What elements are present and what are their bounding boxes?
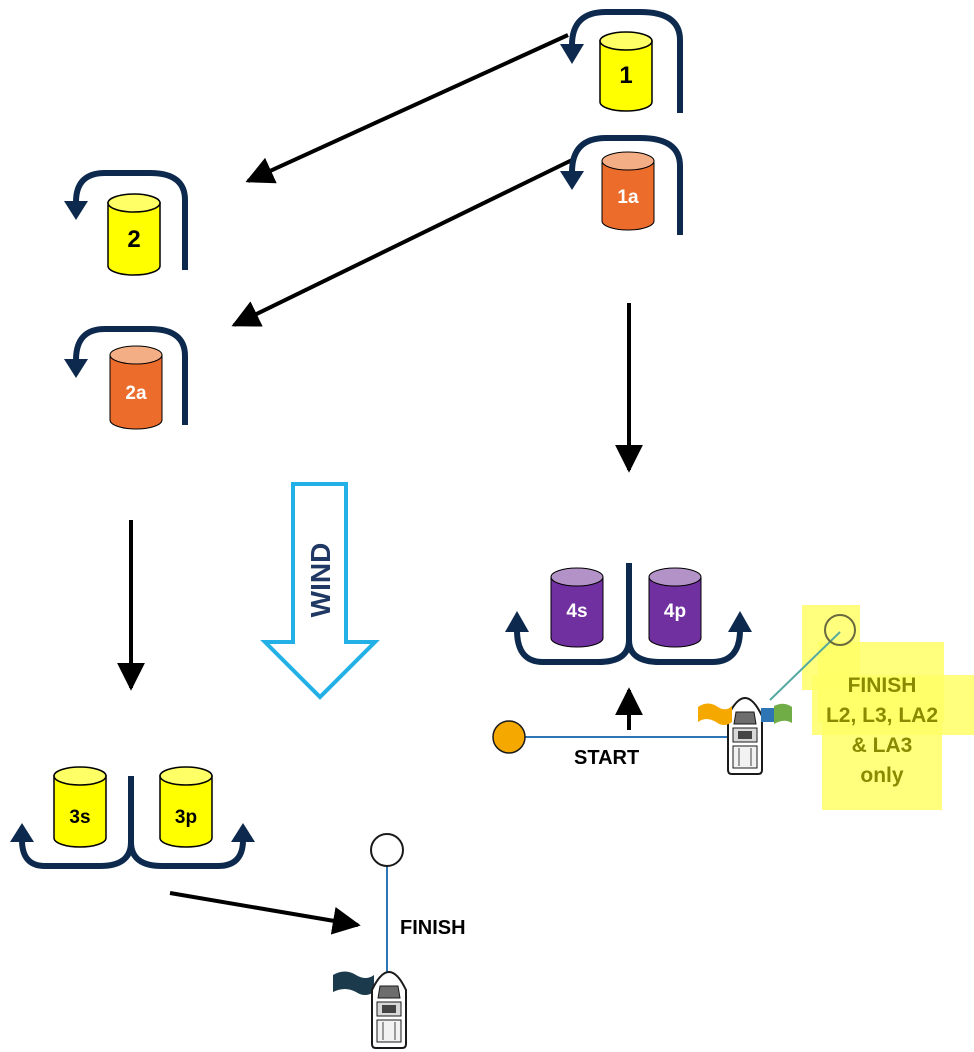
finish-right-line-2: L2, L3, LA2: [826, 704, 938, 727]
mark-3p-label: 3p: [175, 807, 197, 828]
finish-right-line-1: FINISH: [848, 674, 917, 697]
mark-2: 2: [107, 193, 161, 276]
rounding-arrow-1a: [569, 135, 683, 235]
mark-3p: 3p: [159, 766, 213, 848]
mark-4s-label: 4s: [566, 601, 587, 622]
mark-1a: 1a: [601, 151, 655, 231]
finish-line-right: [769, 614, 856, 701]
finish-highlight: [802, 605, 974, 810]
leg-3-to-finish: [169, 891, 361, 935]
flag-icon: [761, 703, 792, 724]
finish-bottom-label: FINISH: [400, 917, 466, 939]
mark-2-label: 2: [127, 226, 140, 253]
finish-right-text: FINISH L2, L3, LA2 & LA3 only: [826, 674, 938, 787]
rounding-arrow-2a: [73, 326, 188, 425]
mark-4s: 4s: [550, 567, 604, 648]
finish-right-line-3: & LA3: [852, 734, 913, 757]
start-label: START: [574, 747, 639, 769]
rounding-arrow-4b: [626, 563, 743, 665]
mark-3s: 3s: [53, 766, 107, 848]
mark-1a-label: 1a: [617, 187, 639, 208]
boat-icon: [371, 971, 407, 1049]
wind-label: WIND: [305, 543, 336, 618]
mark-1-label: 1: [619, 62, 632, 89]
finish-pin-mark-bottom: [370, 833, 404, 867]
start-pin-mark: [492, 720, 526, 754]
finish-right-line-4: only: [860, 764, 903, 787]
finish-line-bottom: FINISH: [370, 833, 466, 980]
wind-arrow: WIND: [260, 482, 380, 700]
mark-4p-label: 4p: [664, 601, 686, 622]
flag-icon: [698, 703, 732, 725]
rounding-arrowheads: [10, 44, 752, 842]
finish-pin-mark-right: [824, 614, 856, 646]
mark-3s-label: 3s: [69, 807, 90, 828]
mark-1: 1: [599, 31, 653, 112]
rounding-arrow-3b: [128, 776, 246, 869]
rounding-arrow-1: [569, 9, 683, 113]
flag-icon: [333, 971, 374, 995]
rounding-arrow-2: [73, 170, 188, 270]
leg-1a-to-2a: [231, 158, 573, 327]
leg-1-to-2: [245, 33, 569, 184]
mark-2a-label: 2a: [125, 383, 147, 404]
boat-icon: [727, 697, 763, 775]
rounding-arrows: [19, 9, 743, 869]
course-legs: [117, 33, 643, 935]
start-line: START: [492, 720, 742, 769]
mark-2a: 2a: [109, 345, 163, 430]
mark-4p: 4p: [648, 567, 702, 648]
